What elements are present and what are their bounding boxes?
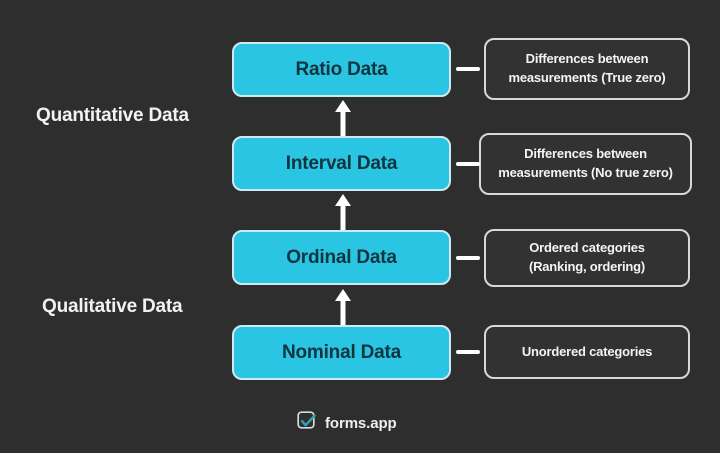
horizontal-dash-icon-ratio (456, 67, 480, 71)
description-box-ordinal[interactable]: Ordered categories (Ranking, ordering) (484, 229, 690, 287)
level-box-ordinal-label: Ordinal Data (286, 246, 397, 268)
forms-app-check-logo-icon (296, 410, 318, 437)
level-box-interval-label: Interval Data (285, 152, 398, 174)
brand-logo[interactable]: forms.app (296, 410, 397, 437)
brand-name: forms.app (325, 415, 397, 432)
description-box-nominal[interactable]: Unordered categories (484, 325, 690, 379)
horizontal-dash-icon-nominal (456, 350, 480, 354)
level-box-ordinal[interactable]: Ordinal Data (232, 230, 451, 285)
horizontal-dash-icon-interval (456, 162, 480, 166)
horizontal-dash-icon-ordinal (456, 256, 480, 260)
description-box-nominal-text: Unordered categories (521, 343, 653, 359)
description-box-ratio[interactable]: Differences between measurements (True z… (484, 38, 690, 100)
level-box-interval[interactable]: Interval Data (232, 136, 451, 191)
quantitative-data-label: Quantitative Data (36, 105, 189, 126)
level-box-nominal[interactable]: Nominal Data (232, 325, 451, 380)
qualitative-data-label: Qualitative Data (42, 296, 183, 317)
level-box-ratio-label: Ratio Data (295, 58, 388, 80)
arrow-up-icon-interval-to-ratio (334, 99, 352, 137)
arrow-up-icon-nominal-to-ordinal (334, 288, 352, 326)
description-box-interval[interactable]: Differences between measurements (No tru… (479, 133, 692, 195)
level-box-ratio[interactable]: Ratio Data (232, 42, 451, 97)
description-box-ordinal-text: Ordered categories (Ranking, ordering) (528, 240, 646, 274)
description-box-interval-text: Differences between measurements (No tru… (498, 146, 673, 180)
arrow-up-icon-ordinal-to-interval (334, 193, 352, 231)
description-box-ratio-text: Differences between measurements (True z… (508, 51, 666, 85)
level-box-nominal-label: Nominal Data (281, 341, 401, 363)
